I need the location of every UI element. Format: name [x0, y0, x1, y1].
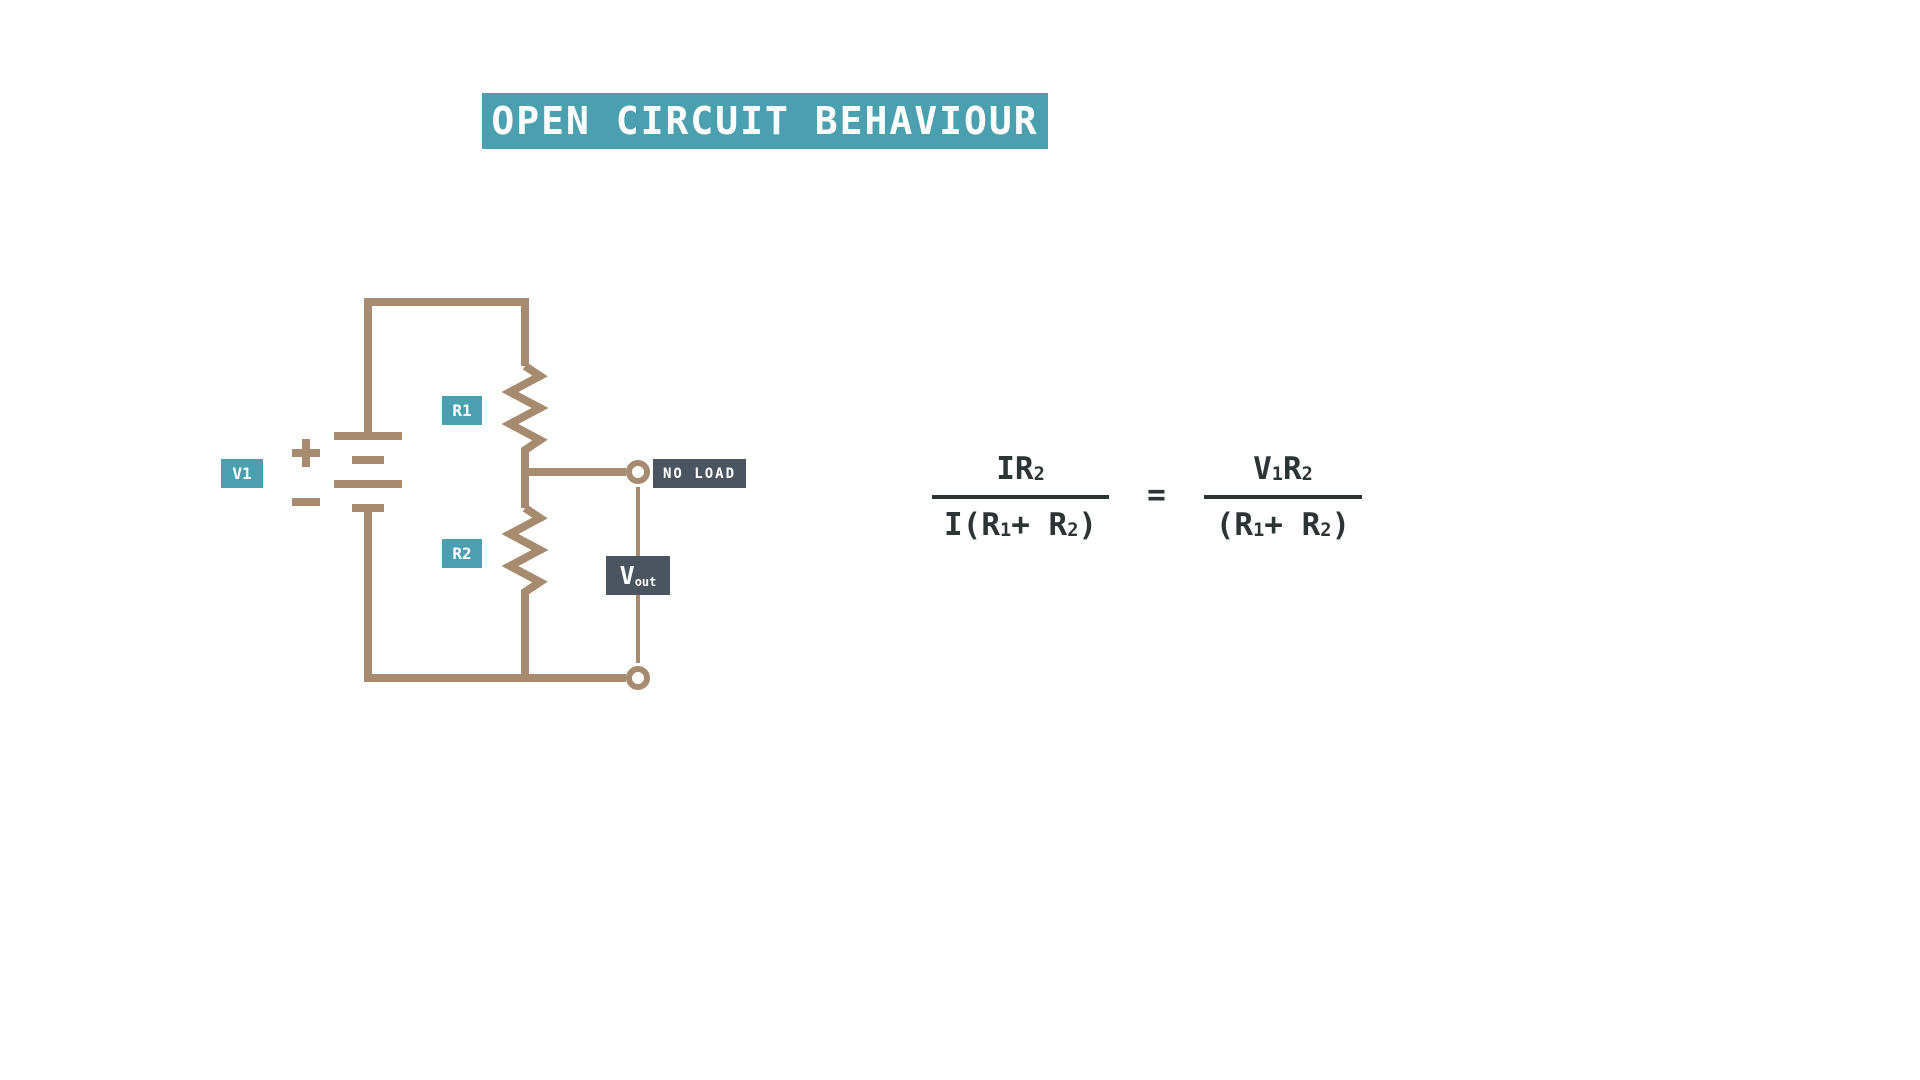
wire-bottom — [364, 508, 626, 682]
page-title: OPEN CIRCUIT BEHAVIOUR — [482, 93, 1048, 149]
wire-top-and-left-lead — [364, 298, 529, 436]
battery-icon — [334, 432, 402, 512]
resistor-r1 — [501, 362, 549, 508]
open-terminal-top — [626, 460, 650, 484]
equals-sign: = — [1147, 477, 1166, 513]
vout-subscript: out — [634, 574, 657, 589]
open-terminal-bottom — [626, 666, 650, 690]
lhs-fraction-bar — [932, 495, 1110, 499]
r1-label: R1 — [442, 396, 482, 425]
vout-base: V — [619, 561, 635, 590]
battery-plus-sign — [292, 439, 320, 467]
r2-label: R2 — [442, 539, 482, 568]
v1-label: V1 — [221, 459, 263, 488]
no-load-label: NO LOAD — [653, 459, 747, 488]
rhs-fraction-bar — [1203, 495, 1363, 499]
resistor-r2 — [501, 504, 549, 678]
